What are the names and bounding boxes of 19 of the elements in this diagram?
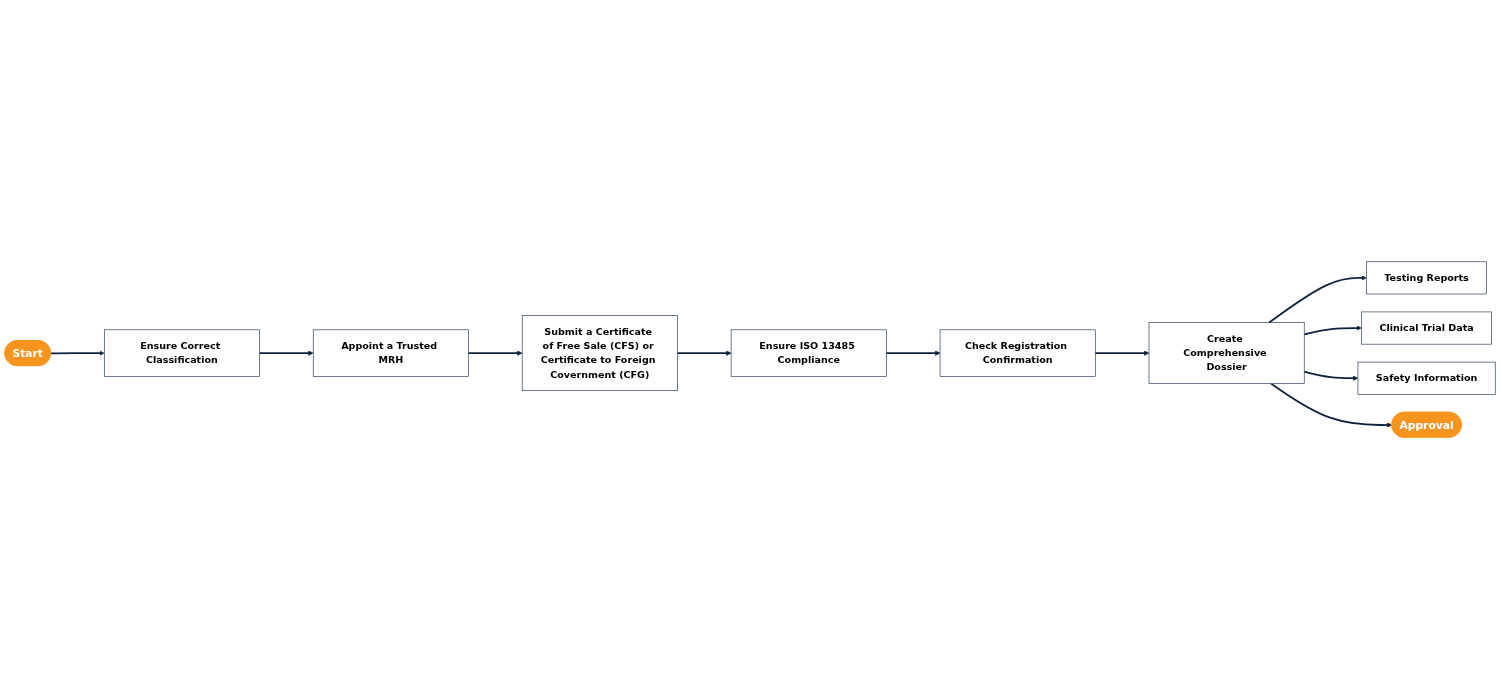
- node-box: Clinical Trial Data: [1361, 312, 1492, 345]
- node-box: Submit a Certificate of Free Sale (CFS) or Certificate to Foreign Covernment (CFG): [521, 315, 678, 392]
- arrow: [676, 350, 732, 357]
- arrow: [467, 350, 523, 357]
- arrow: [49, 350, 105, 357]
- node-box: Safety Information: [1357, 362, 1496, 396]
- node-box: Testing Reports: [1366, 261, 1487, 295]
- node-box: Create Comprehensive Dossier: [1148, 322, 1305, 385]
- arrow: [1268, 275, 1367, 325]
- arrow: [1094, 350, 1150, 357]
- arrow: [1303, 371, 1359, 382]
- node-box: Appoint a Trusted MRH: [312, 330, 469, 378]
- node-box: Check Registration Confirmation: [939, 330, 1096, 378]
- node-box: Ensure Correct Classification: [104, 330, 260, 378]
- node-box: Ensure ISO 13485 Compliance: [730, 330, 887, 378]
- arrow: [258, 350, 314, 357]
- arrow: [885, 350, 941, 357]
- arrow: [1303, 325, 1362, 336]
- arrow: [1270, 383, 1393, 429]
